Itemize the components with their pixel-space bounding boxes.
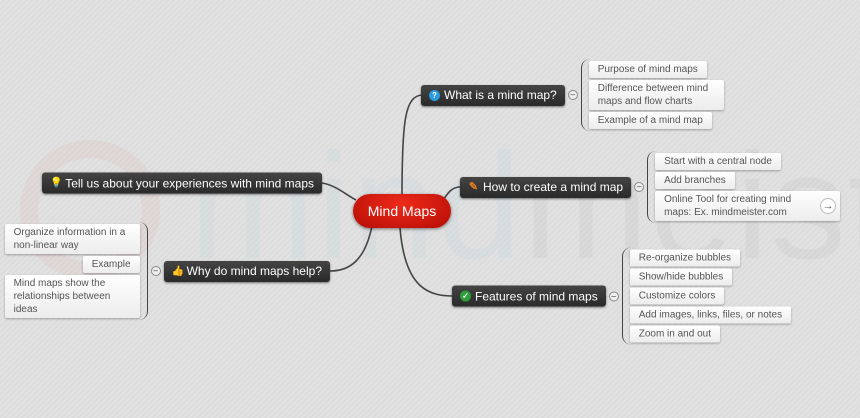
branch-label: Tell us about your experiences with mind… [65,176,314,190]
pencil-icon: ✎ [468,180,479,193]
leaf-list: Re-organize bubbles Show/hide bubbles Cu… [621,247,792,345]
leaf-label: Example [91,259,131,270]
branch-label: Features of mind maps [475,289,598,303]
leaf-node[interactable]: Re-organize bubbles [629,249,740,267]
leaf-label: Purpose of mind maps [597,64,698,75]
leaf-node[interactable]: Mind maps show the relationships between… [4,275,140,318]
central-node[interactable]: Mind Maps [353,194,451,228]
collapse-toggle[interactable]: – [608,291,619,301]
leaf-list: Organize information in a non-linear way… [4,222,148,320]
collapse-toggle[interactable]: – [150,266,161,276]
leaf-label: Zoom in and out [638,328,711,340]
leaf-label: Add images, links, files, or notes [638,309,783,321]
leaf-node[interactable]: Add branches [655,172,735,189]
leaf-label: Example of a mind map [597,115,703,126]
leaf-node[interactable]: Example of a mind map [588,112,712,129]
leaf-list: Purpose of mind maps Difference between … [580,59,724,131]
leaf-node[interactable]: Customize colors [629,287,725,305]
branch-group-features: ✓ Features of mind maps – Re-organize bu… [452,247,792,345]
leaf-node[interactable]: Purpose of mind maps [588,61,707,78]
checkmark-icon: ✓ [460,290,471,302]
branch-label: What is a mind map? [444,88,557,102]
leaf-label: Start with a central node [664,156,772,167]
leaf-node[interactable]: Start with a central node [655,153,781,170]
thumbs-up-icon: 👍 [171,265,185,277]
leaf-node[interactable]: Example [82,256,140,273]
leaf-node[interactable]: Difference between mind maps and flow ch… [588,80,724,110]
leaf-node[interactable]: Add images, links, files, or notes [629,306,792,324]
leaf-node[interactable]: Online Tool for creating mind maps: Ex. … [655,191,841,221]
leaf-label: Organize information in a non-linear way [13,227,126,251]
leaf-label: Mind maps show the relationships between… [13,278,111,315]
leaf-label: Difference between mind maps and flow ch… [597,83,709,107]
leaf-node[interactable]: Show/hide bubbles [629,268,733,286]
branch-features[interactable]: ✓ Features of mind maps [452,285,606,307]
question-icon: ? [429,89,440,101]
leaf-label: Show/hide bubbles [638,271,724,283]
link-arrow-icon[interactable]: → [820,198,837,214]
branch-group-tell-us: 💡 Tell us about your experiences with mi… [42,172,322,194]
branch-group-how: ✎ How to create a mind map – Start with … [460,151,841,223]
leaf-node[interactable]: Zoom in and out [629,325,720,343]
central-node-label: Mind Maps [367,203,437,219]
branch-label: How to create a mind map [483,180,624,194]
leaf-node[interactable]: Organize information in a non-linear way [4,224,140,254]
leaf-label: Online Tool for creating mind maps: Ex. … [664,194,792,218]
leaf-label: Re-organize bubbles [638,252,731,264]
branch-how-to-create[interactable]: ✎ How to create a mind map [460,176,632,198]
leaf-label: Customize colors [638,290,716,302]
branch-what-is-mind-map[interactable]: ? What is a mind map? [421,84,565,106]
branch-group-what: ? What is a mind map? – Purpose of mind … [421,59,724,131]
branch-group-why: 👍 Why do mind maps help? – Organize info… [4,222,330,320]
leaf-label: Add branches [664,175,726,186]
lightbulb-icon: 💡 [50,177,63,189]
branch-why-help[interactable]: 👍 Why do mind maps help? [163,260,330,282]
leaf-list: Start with a central node Add branches O… [647,151,841,223]
branch-label: Why do mind maps help? [186,264,322,278]
collapse-toggle[interactable]: – [567,90,578,100]
branch-tell-us[interactable]: 💡 Tell us about your experiences with mi… [42,172,322,194]
collapse-toggle[interactable]: – [634,182,645,192]
